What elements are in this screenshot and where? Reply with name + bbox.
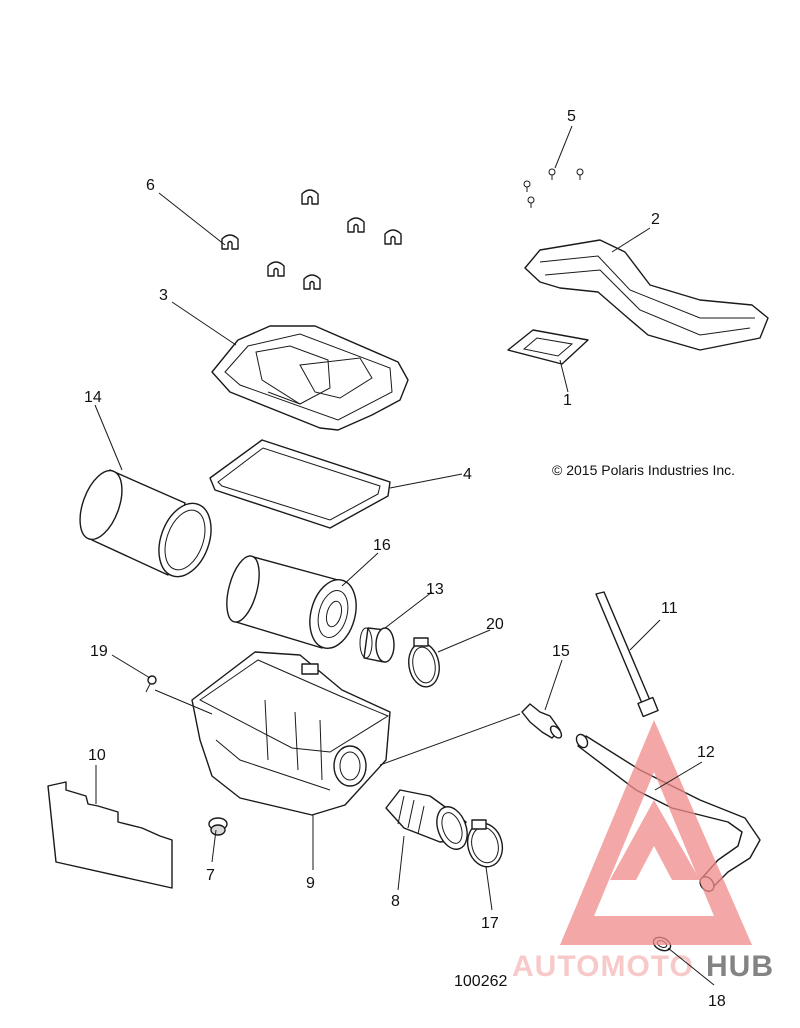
callouts: 5 2 6 3 1 4 14 16 13 20 19 10 7 9 8 17 1…: [84, 108, 726, 1010]
callout-4: 4: [463, 466, 472, 483]
strap-part-11: [595, 591, 659, 718]
callout-17: 17: [481, 915, 499, 932]
watermark-brand-right: HUB: [706, 950, 774, 983]
panel-part-10: [47, 781, 173, 889]
callout-7: 7: [206, 867, 215, 884]
leader-lines: [94, 125, 715, 986]
screw-part-19: [145, 675, 157, 693]
coupler-part-13: [359, 627, 395, 663]
prefilter-sleeve-part-14: [79, 469, 212, 578]
callout-16: 16: [373, 537, 391, 554]
intake-duct-part-2: [524, 239, 769, 351]
callout-9: 9: [306, 875, 315, 892]
callout-11: 11: [661, 600, 678, 617]
callout-14: 14: [84, 389, 102, 406]
outlet-boot-part-8: [385, 789, 468, 850]
screws-part-5: [523, 168, 584, 208]
callout-8: 8: [391, 893, 400, 910]
callout-2: 2: [651, 211, 660, 228]
callout-10: 10: [88, 747, 106, 764]
callout-6: 6: [146, 177, 155, 194]
valve-part-15: [521, 703, 563, 739]
grommet-part-7: [208, 817, 228, 836]
callout-13: 13: [426, 581, 444, 598]
callout-12: 12: [697, 744, 715, 761]
callout-19: 19: [90, 643, 108, 660]
airbox-base-part-9: [191, 651, 391, 816]
callout-20: 20: [486, 616, 504, 633]
copyright-notice: © 2015 Polaris Industries Inc.: [552, 462, 735, 478]
callout-18: 18: [708, 993, 726, 1010]
airbox-cover-part-3: [211, 325, 409, 431]
seal-part-4: [209, 439, 391, 529]
watermark-triangle-icon: [560, 720, 752, 945]
diagram-number: 100262: [454, 973, 507, 990]
watermark: AUTOMOTO HUB: [512, 720, 774, 983]
hose-clamp-part-20: [408, 637, 440, 688]
callout-5: 5: [567, 108, 576, 125]
hose-clamp-part-17: [466, 819, 504, 868]
callout-1: 1: [563, 392, 572, 409]
clips-part-6: [221, 189, 402, 290]
air-filter-part-16: [226, 555, 357, 649]
watermark-brand-left: AUTOMOTO: [512, 950, 694, 983]
callout-15: 15: [552, 643, 570, 660]
callout-3: 3: [159, 287, 168, 304]
gasket-plate-part-1: [507, 329, 589, 365]
